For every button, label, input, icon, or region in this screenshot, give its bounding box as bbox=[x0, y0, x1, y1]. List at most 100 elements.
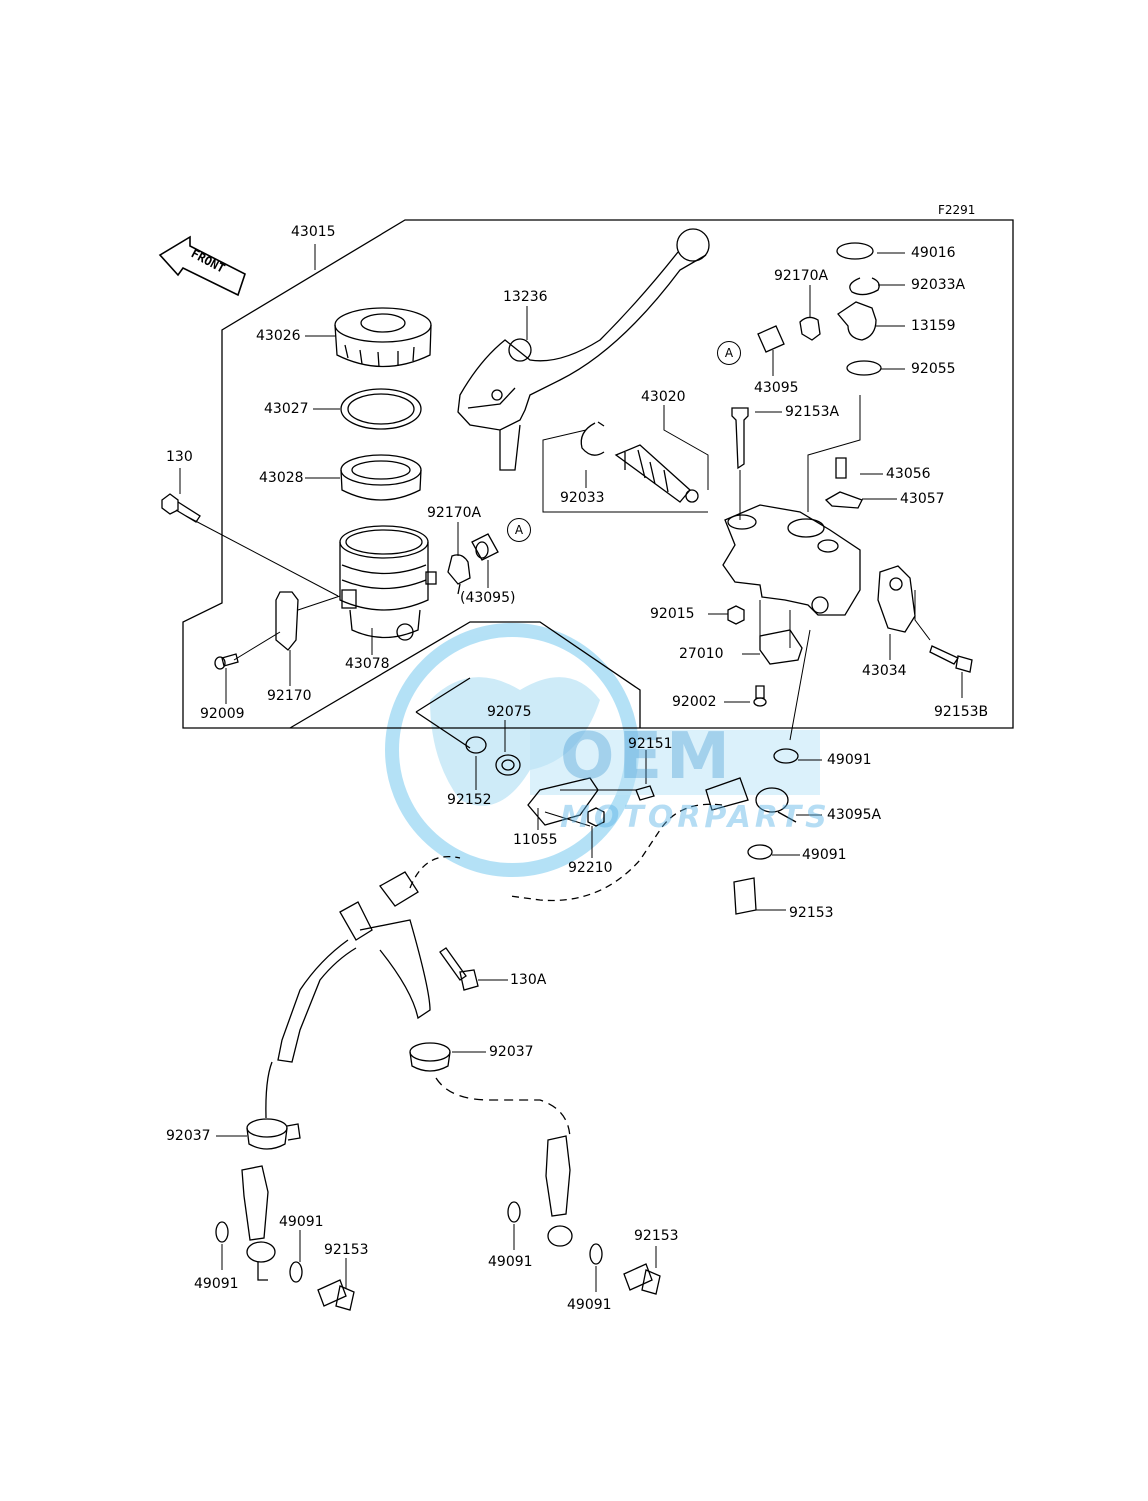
bolt-130A bbox=[439, 947, 479, 991]
label-43020: 43020 bbox=[641, 389, 686, 405]
label-49091-f: 49091 bbox=[567, 1297, 612, 1313]
brake-lever-13236 bbox=[457, 228, 710, 471]
washer-49091-c bbox=[215, 1221, 229, 1243]
label-92170A-top: 92170A bbox=[774, 268, 829, 284]
bolt-92153B bbox=[929, 645, 973, 673]
hose-43095 bbox=[471, 533, 499, 561]
washer-92152 bbox=[465, 736, 487, 754]
hose-43095-top bbox=[757, 325, 785, 353]
reservoir-cap-43026 bbox=[334, 307, 432, 368]
bleeder-43056 bbox=[835, 457, 847, 479]
label-92170: 92170 bbox=[267, 688, 312, 704]
watermark-brand: OEM bbox=[560, 720, 734, 794]
leader bbox=[415, 677, 471, 713]
hose-joint bbox=[277, 871, 431, 1063]
ref-marker-a-right: A bbox=[507, 518, 531, 542]
label-92153-b: 92153 bbox=[324, 1242, 369, 1258]
label-43028: 43028 bbox=[259, 470, 304, 486]
label-92152: 92152 bbox=[447, 792, 492, 808]
brake-hose bbox=[409, 803, 723, 902]
label-43056: 43056 bbox=[886, 466, 931, 482]
lower-hose-left bbox=[265, 1061, 273, 1119]
clamp-92037-a bbox=[409, 1042, 451, 1072]
label-43078: 43078 bbox=[345, 656, 390, 672]
hose-clamp-92170A bbox=[447, 554, 471, 595]
label-130A: 130A bbox=[510, 972, 547, 988]
label-13236: 13236 bbox=[503, 289, 548, 305]
label-11055: 11055 bbox=[513, 832, 558, 848]
inner-boundary bbox=[289, 621, 641, 729]
diaphragm-plate-43027 bbox=[340, 388, 422, 430]
washer-49091-f bbox=[589, 1243, 603, 1265]
label-92033A: 92033A bbox=[911, 277, 966, 293]
label-92033: 92033 bbox=[560, 490, 605, 506]
bracket-92170 bbox=[275, 591, 299, 651]
hose-fitting-right bbox=[545, 1135, 573, 1247]
label-13159: 13159 bbox=[911, 318, 956, 334]
cap-49016 bbox=[836, 242, 874, 260]
label-43095-paren: (43095) bbox=[460, 590, 516, 606]
o-ring-92055 bbox=[846, 360, 882, 376]
washer-49091-a bbox=[773, 748, 799, 764]
screw-92002 bbox=[753, 685, 767, 707]
label-92075: 92075 bbox=[487, 704, 532, 720]
washer-49091-b bbox=[747, 844, 773, 860]
watermark-logo bbox=[385, 623, 820, 877]
reservoir-body-43078 bbox=[339, 525, 437, 641]
banjo-fitting-43095A bbox=[705, 777, 797, 823]
label-92009: 92009 bbox=[200, 706, 245, 722]
grommet-92075 bbox=[495, 754, 521, 776]
clip-92033A bbox=[849, 277, 880, 296]
label-49091-c: 49091 bbox=[279, 1214, 324, 1230]
label-92055: 92055 bbox=[911, 361, 956, 377]
label-92153-a: 92153 bbox=[789, 905, 834, 921]
label-92153B: 92153B bbox=[934, 704, 989, 720]
master-cylinder-body bbox=[722, 504, 861, 616]
washer-49091-e bbox=[507, 1201, 521, 1223]
label-49016: 49016 bbox=[911, 245, 956, 261]
label-43095A: 43095A bbox=[827, 807, 882, 823]
label-49091-d: 49091 bbox=[194, 1276, 239, 1292]
banjo-bolt-92153-c bbox=[623, 1263, 661, 1295]
bolt-130 bbox=[161, 493, 201, 523]
bolt-92153A bbox=[731, 407, 749, 470]
leader bbox=[415, 711, 471, 749]
label-92170A-mid: 92170A bbox=[427, 505, 482, 521]
label-27010: 27010 bbox=[679, 646, 724, 662]
label-49091-e: 49091 bbox=[488, 1254, 533, 1270]
label-43015: 43015 bbox=[291, 224, 336, 240]
holder-43034 bbox=[877, 565, 916, 633]
label-92210: 92210 bbox=[568, 860, 613, 876]
label-92153A: 92153A bbox=[785, 404, 840, 420]
label-49091-a: 49091 bbox=[827, 752, 872, 768]
label-130: 130 bbox=[166, 449, 193, 465]
diaphragm-43028 bbox=[340, 454, 422, 501]
label-92037-b: 92037 bbox=[166, 1128, 211, 1144]
cap-43057 bbox=[824, 491, 863, 509]
hose-clamp-92170A-top bbox=[799, 316, 821, 341]
screw-92151 bbox=[635, 785, 655, 801]
watermark-sub: MOTORPARTS bbox=[560, 800, 831, 835]
figure-id: F2291 bbox=[938, 203, 976, 217]
circlip-92033 bbox=[580, 421, 605, 456]
label-43057: 43057 bbox=[900, 491, 945, 507]
screw-92009 bbox=[214, 653, 239, 670]
leader-lines bbox=[179, 244, 963, 1292]
clamp-92037-b bbox=[246, 1118, 301, 1150]
lower-hose-right bbox=[435, 1077, 571, 1141]
banjo-bolt-92153-b bbox=[317, 1279, 355, 1311]
nut-92015 bbox=[727, 605, 745, 625]
label-43095: 43095 bbox=[754, 380, 799, 396]
label-43034: 43034 bbox=[862, 663, 907, 679]
label-43026: 43026 bbox=[256, 328, 301, 344]
label-92015: 92015 bbox=[650, 606, 695, 622]
nut-92210 bbox=[587, 807, 605, 827]
label-92151: 92151 bbox=[628, 736, 673, 752]
label-43027: 43027 bbox=[264, 401, 309, 417]
switch-27010 bbox=[759, 629, 803, 665]
hose-connector-13159 bbox=[837, 301, 877, 341]
label-92037-a: 92037 bbox=[489, 1044, 534, 1060]
washer-49091-d bbox=[289, 1261, 303, 1283]
front-arrow-icon bbox=[158, 235, 246, 297]
